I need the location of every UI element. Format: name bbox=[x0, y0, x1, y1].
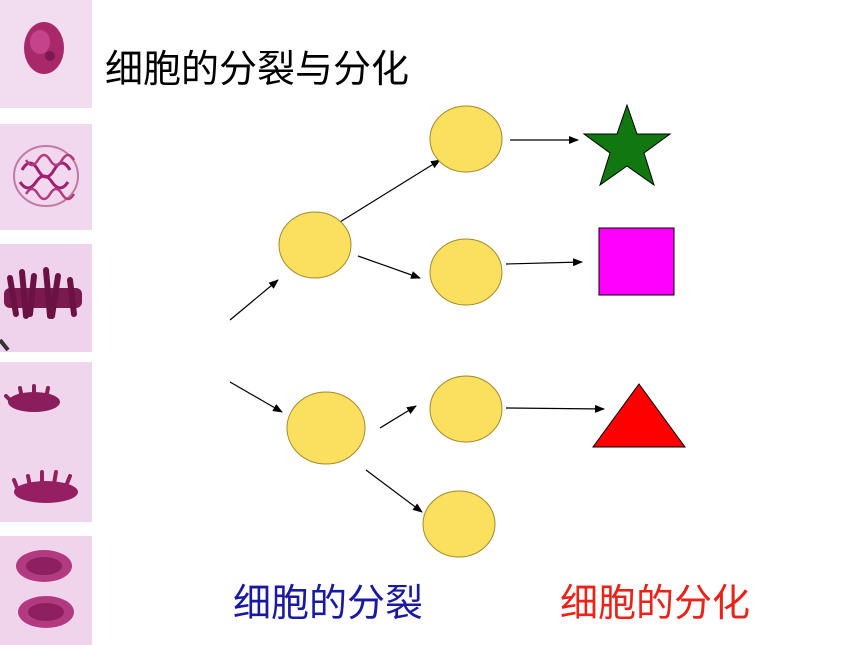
triangle-shape bbox=[592, 383, 686, 448]
arrow-to-square bbox=[505, 258, 583, 267]
arrow-upper-to-second bbox=[357, 255, 421, 279]
micrograph-anaphase bbox=[0, 362, 92, 522]
page-title: 细胞的分裂与分化 bbox=[105, 47, 410, 91]
arrow-to-upper-cell bbox=[229, 279, 279, 321]
star-shape bbox=[582, 103, 672, 187]
micrograph-interphase bbox=[0, 0, 92, 108]
cell-bottom bbox=[422, 490, 496, 558]
cell-second bbox=[429, 238, 503, 306]
arrow-upper-to-top bbox=[339, 159, 441, 223]
arrow-lower-to-bottom bbox=[365, 469, 423, 513]
micrograph-prophase bbox=[0, 124, 92, 230]
square-shape bbox=[598, 227, 675, 296]
cell-upper-parent bbox=[278, 211, 352, 279]
micrograph-metaphase bbox=[0, 244, 92, 352]
mitosis-micrograph-strip bbox=[0, 0, 92, 645]
cell-third bbox=[429, 375, 503, 443]
caption-cell-division: 细胞的分裂 bbox=[233, 581, 424, 625]
arrow-to-triangle bbox=[505, 404, 605, 413]
arrow-to-lower-cell bbox=[229, 381, 283, 413]
micrograph-telophase bbox=[0, 536, 92, 645]
cell-lower-parent bbox=[286, 391, 366, 465]
caption-cell-differentiation: 细胞的分化 bbox=[560, 581, 751, 625]
cell-top bbox=[429, 105, 503, 173]
arrow-lower-to-third bbox=[379, 405, 417, 429]
